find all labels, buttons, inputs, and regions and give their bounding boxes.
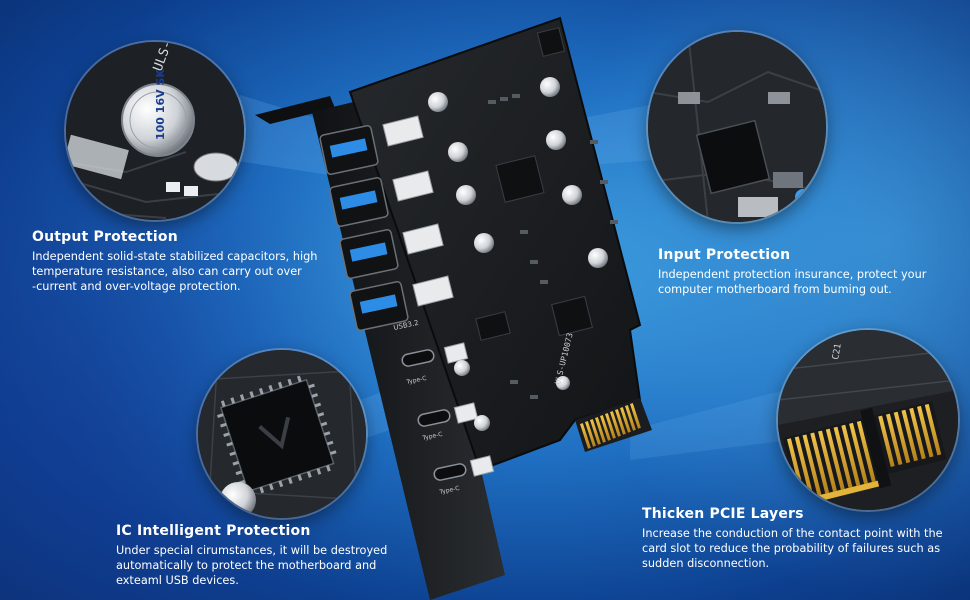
feature-title: Thicken PCIE Layers: [642, 506, 804, 522]
zoom-input-protection-closeup: [648, 32, 826, 222]
feature-thicken-pcie-layers: Thicken PCIE Layers Increase the conduct…: [642, 506, 964, 571]
type-c-port-label: Type-C: [405, 375, 427, 386]
usb-a-port: [339, 229, 399, 279]
feature-description: Increase the conduction of the contact p…: [642, 527, 943, 570]
pcie-silk-text: C21: [831, 343, 844, 361]
feature-title: Output Protection: [32, 229, 178, 245]
capacitors: [428, 77, 608, 431]
type-c-port: [401, 349, 435, 367]
capacitor-marking: 100 16V SK: [154, 69, 167, 140]
zoom-ic-chip-closeup: [198, 350, 366, 518]
type-c-port-label: Type-C: [421, 431, 443, 442]
feature-description: Under special cirumstances, it will be d…: [116, 544, 388, 587]
feature-output-protection: Output Protection Independent solid-stat…: [32, 229, 352, 294]
usb-a-port: [329, 177, 389, 227]
feature-ic-intelligent-protection: IC Intelligent Protection Under special …: [116, 523, 416, 588]
gold-fingers: [575, 398, 652, 452]
feature-input-protection: Input Protection Independent protection …: [658, 247, 958, 297]
feature-title: IC Intelligent Protection: [116, 523, 311, 539]
usb-a-port: [319, 125, 379, 175]
type-c-port: [417, 409, 451, 427]
beam-pcie: [630, 390, 790, 460]
feature-description: Independent protection insurance, protec…: [658, 268, 927, 296]
usb-a-ports: [319, 125, 409, 331]
bracket-tab: [255, 96, 335, 124]
zoom-capacitor-closeup: 100 16V SK ULS-UP: [66, 42, 244, 220]
zoom-pcie-fingers-closeup: C21: [778, 330, 958, 510]
internal-connectors: [382, 115, 495, 477]
type-c-ports: [401, 349, 467, 481]
usb-a-port: [349, 281, 409, 331]
feature-title: Input Protection: [658, 247, 791, 263]
type-c-port-label: Type-C: [438, 485, 460, 496]
feature-description: Independent solid-state stabilized capac…: [32, 250, 318, 293]
chips: [475, 27, 593, 341]
smd-components: [488, 94, 618, 399]
type-c-port: [433, 463, 467, 481]
